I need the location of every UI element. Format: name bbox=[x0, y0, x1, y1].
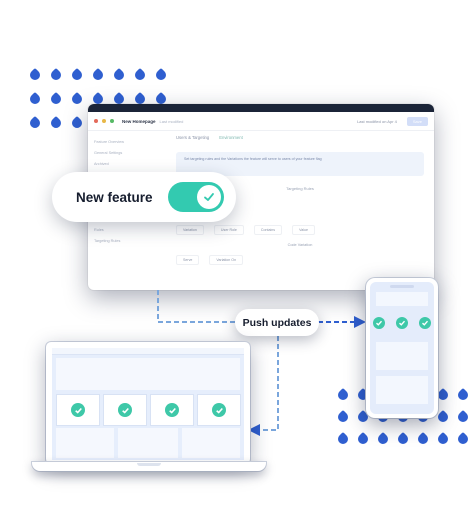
connector-window-to-push bbox=[157, 290, 238, 323]
tab-users-targeting[interactable]: Users & Targeting bbox=[176, 135, 210, 140]
phone-screen bbox=[370, 282, 434, 414]
tab-bar: Users & Targeting Environment bbox=[176, 135, 424, 140]
laptop-base bbox=[32, 462, 266, 471]
tab-environment[interactable]: Environment bbox=[219, 135, 243, 140]
toggle-knob bbox=[197, 185, 221, 209]
section-label: Targeting Rules bbox=[286, 186, 314, 191]
feature-toggle[interactable] bbox=[168, 182, 224, 212]
sidebar-item[interactable]: General Settings bbox=[94, 151, 123, 155]
laptop-browser-bar bbox=[52, 348, 244, 355]
window-subtitle: Last modified bbox=[159, 118, 184, 124]
new-feature-label: New feature bbox=[76, 189, 153, 205]
rule-field[interactable]: Value bbox=[292, 225, 316, 235]
push-updates-label: Push updates bbox=[242, 316, 312, 329]
section-label-2: Code Variation bbox=[287, 243, 313, 247]
close-dot-icon[interactable] bbox=[94, 119, 98, 123]
phone-check-cell bbox=[416, 314, 434, 332]
serve-field[interactable]: Serve bbox=[176, 255, 200, 265]
phone-check-cell bbox=[393, 314, 411, 332]
window-header: New Homepage Last modified Last modified… bbox=[88, 112, 434, 131]
phone-speaker bbox=[390, 285, 414, 288]
laptop-notch bbox=[137, 463, 161, 466]
rule-fields-row: Variation User Role Contains Value bbox=[176, 225, 424, 235]
check-icon bbox=[373, 317, 385, 329]
connector-push-to-laptop bbox=[262, 336, 279, 431]
sidebar-item[interactable]: Feature Overview bbox=[94, 140, 124, 144]
laptop-check-cell bbox=[103, 394, 147, 426]
sidebar-item[interactable]: Rules bbox=[94, 228, 104, 232]
save-button[interactable]: Save bbox=[406, 116, 428, 126]
check-icon bbox=[71, 403, 85, 417]
window-title: New Homepage bbox=[122, 118, 156, 124]
maximize-dot-icon[interactable] bbox=[110, 119, 114, 123]
laptop-content-block bbox=[118, 428, 178, 458]
rule-field[interactable]: User Role bbox=[213, 225, 244, 235]
sidebar-item[interactable]: Targeting Rules bbox=[94, 239, 121, 243]
check-icon bbox=[118, 403, 132, 417]
laptop-check-cell bbox=[56, 394, 100, 426]
check-icon bbox=[165, 403, 179, 417]
arrow-left-icon bbox=[248, 424, 260, 436]
phone-header-block bbox=[376, 292, 428, 306]
phone-content-block bbox=[376, 342, 428, 370]
laptop-check-cell bbox=[197, 394, 241, 426]
header-meta: Last modified on Apr 4 bbox=[357, 118, 397, 124]
laptop-hero-block bbox=[56, 358, 240, 390]
minimize-dot-icon[interactable] bbox=[102, 119, 106, 123]
serve-fields-row: Serve Variation On bbox=[176, 255, 424, 265]
phone-device bbox=[366, 278, 438, 418]
check-icon bbox=[204, 193, 214, 201]
rule-field[interactable]: Variation bbox=[176, 225, 204, 235]
window-titlebar bbox=[88, 104, 434, 112]
laptop-check-cell bbox=[150, 394, 194, 426]
serve-field[interactable]: Variation On bbox=[209, 255, 244, 265]
sidebar-item[interactable]: Archived bbox=[94, 162, 109, 166]
check-icon bbox=[396, 317, 408, 329]
laptop-display bbox=[52, 348, 244, 460]
new-feature-card: New feature bbox=[52, 172, 236, 222]
laptop-content-block bbox=[56, 428, 114, 458]
phone-content-block bbox=[376, 376, 428, 404]
laptop-screen bbox=[46, 342, 250, 464]
arrow-right-icon bbox=[354, 316, 366, 328]
check-icon bbox=[212, 403, 226, 417]
laptop-content-block bbox=[182, 428, 240, 458]
rule-field[interactable]: Contains bbox=[253, 225, 283, 235]
push-updates-card: Push updates bbox=[235, 309, 319, 336]
phone-check-cell bbox=[370, 314, 388, 332]
check-icon bbox=[419, 317, 431, 329]
